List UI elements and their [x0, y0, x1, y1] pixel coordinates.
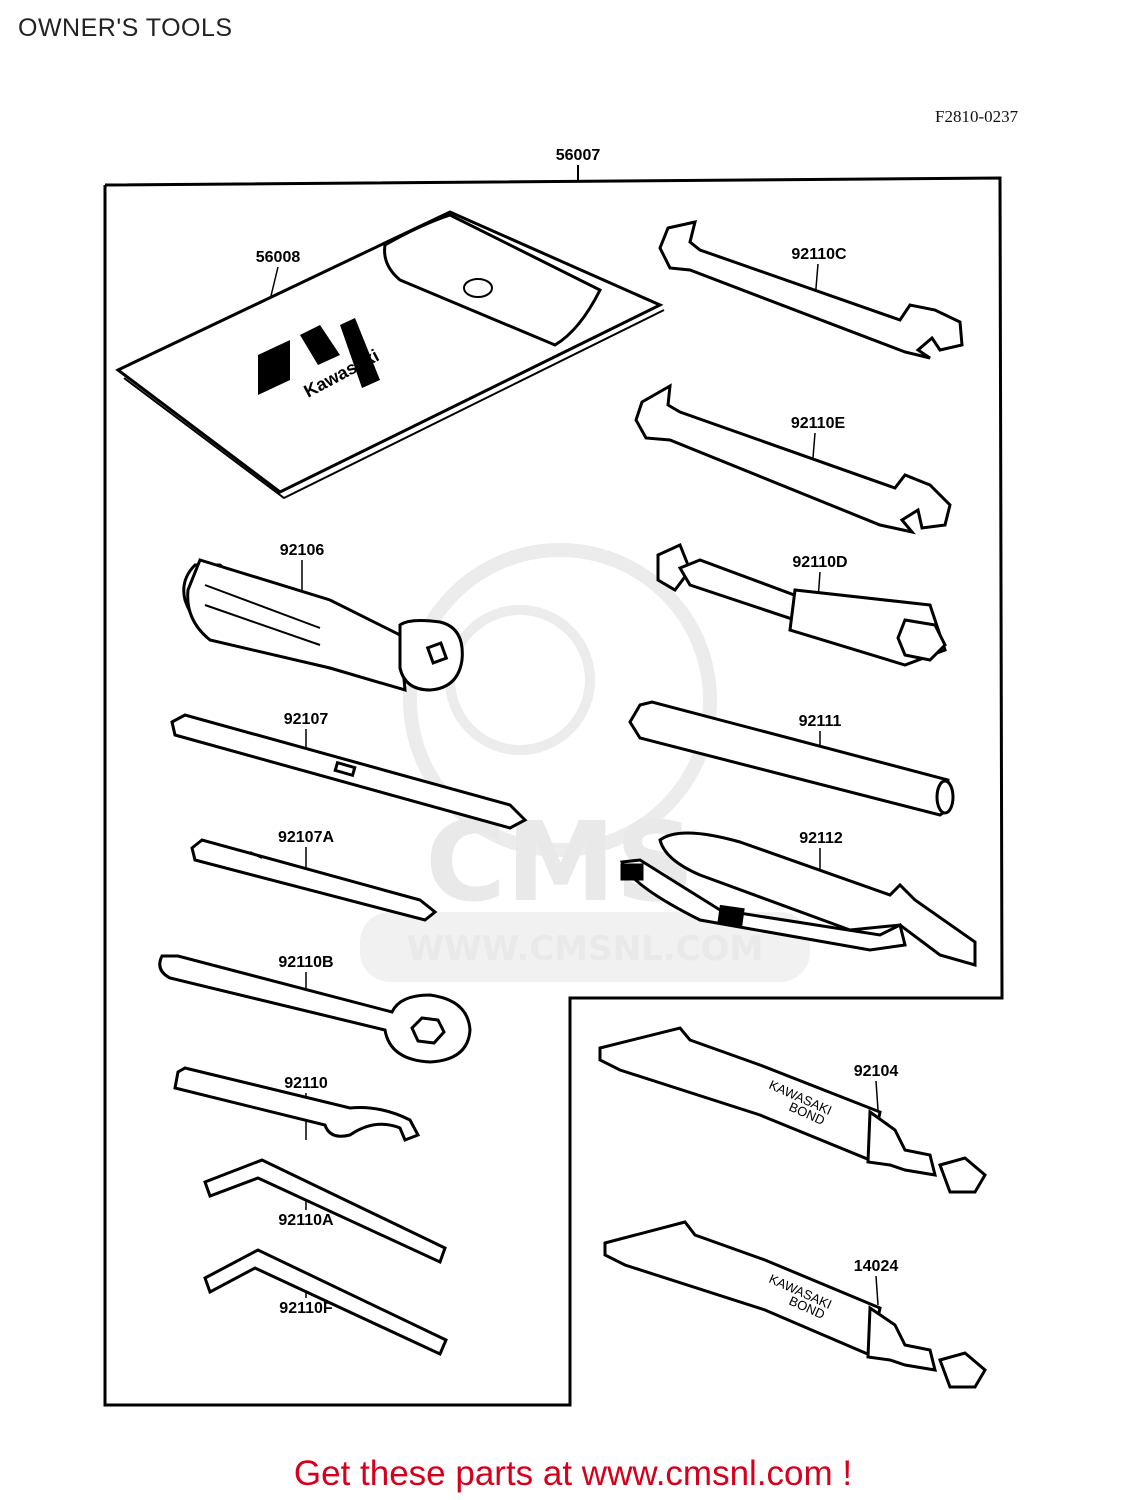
label-92110b: 92110B	[278, 954, 333, 971]
parts-diagram: CMS WWW.CMSNL.COM 56007 56008 92110C 921…	[103, 147, 1004, 1407]
cms-watermark: CMS WWW.CMSNL.COM	[360, 543, 810, 982]
label-92110c: 92110C	[791, 246, 847, 263]
page-title: OWNER'S TOOLS	[18, 14, 233, 42]
screwdriver-92107a	[190, 838, 438, 922]
label-92111: 92111	[799, 713, 842, 730]
label-92104: 92104	[854, 1063, 899, 1080]
wrench-92110c	[658, 220, 964, 360]
hex-wrench-92110f	[203, 1248, 448, 1357]
watermark-brand: CMS	[425, 798, 694, 926]
hook-wrench-92110	[173, 1066, 421, 1142]
hex-wrench-92110a	[203, 1158, 447, 1265]
label-92110d: 92110D	[792, 554, 847, 571]
label-56007: 56007	[556, 147, 601, 164]
pouch-56008: Kawasaki	[115, 210, 665, 500]
label-92110a: 92110A	[278, 1212, 334, 1229]
screwdriver-92107	[170, 713, 528, 830]
bond-tube-14024: KAWASAKI BOND	[603, 1220, 987, 1389]
label-92106: 92106	[280, 542, 325, 559]
bar-92111	[628, 700, 955, 817]
label-92112: 92112	[799, 830, 843, 847]
bond-tube-92104: KAWASAKI BOND	[598, 1026, 987, 1194]
figure-code: F2810-0237	[935, 107, 1019, 126]
handle-92106	[182, 558, 464, 693]
label-92110: 92110	[284, 1075, 328, 1092]
label-92110f: 92110F	[279, 1300, 333, 1317]
label-92107a: 92107A	[278, 829, 334, 846]
label-56008: 56008	[256, 249, 301, 266]
label-92110e: 92110E	[791, 415, 846, 432]
watermark-url: WWW.CMSNL.COM	[407, 929, 764, 969]
pliers-92112	[619, 831, 977, 967]
wrench-92110e	[634, 383, 952, 535]
footer-link[interactable]: Get these parts at www.cmsnl.com !	[293, 1454, 853, 1493]
label-92107: 92107	[284, 711, 329, 728]
label-14024: 14024	[854, 1258, 899, 1275]
plug-wrench-92110d	[656, 542, 947, 667]
kit-outline	[103, 165, 1004, 1407]
kawasaki-logo	[258, 318, 380, 395]
box-wrench-92110b	[158, 954, 472, 1064]
